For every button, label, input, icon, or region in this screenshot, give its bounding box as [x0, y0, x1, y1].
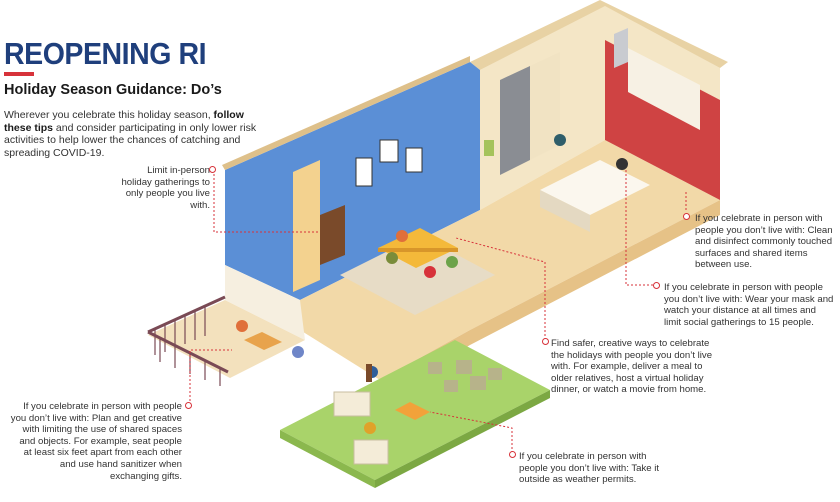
callout-take-outside: If you celebrate in person with people y… [519, 451, 660, 486]
outdoor-armchair [333, 391, 371, 417]
balcony-floor [148, 300, 305, 378]
grass-yard-edge [375, 390, 550, 488]
rug [340, 235, 495, 315]
callout-plan-creative: If you celebrate in person with people y… [10, 401, 182, 482]
outdoor-table [395, 402, 430, 420]
wall-art [379, 139, 399, 163]
person-icon [236, 320, 248, 332]
balcony-wall [225, 265, 305, 340]
brand-underline [4, 72, 34, 76]
wood-post [366, 364, 372, 382]
callout-marker-clean [683, 213, 690, 220]
wall-art [405, 147, 423, 173]
person-icon [424, 266, 436, 278]
person-icon [396, 230, 408, 242]
wall-art [355, 157, 373, 187]
blue-wall-top [222, 56, 470, 170]
kitchen-island [540, 160, 650, 215]
kitchen-cabinets [628, 48, 700, 130]
kitchen-island-side [540, 190, 590, 232]
callout-wear-mask: If you celebrate in person with people y… [664, 282, 834, 328]
callout-marker-outside [509, 451, 516, 458]
person-icon [386, 252, 398, 264]
callout-clean-disinfect: If you celebrate in person with people y… [695, 213, 833, 271]
tv-unit [320, 205, 345, 265]
intro-paragraph: Wherever you celebrate this holiday seas… [4, 109, 260, 159]
callout-leader-lines [189, 170, 687, 453]
range-hood [614, 28, 628, 68]
oven-wall [530, 52, 560, 160]
intro-emphasis: follow these tips [4, 109, 244, 134]
callout-marker-plan [185, 402, 192, 409]
intro-text-start: Wherever you celebrate this holiday seas… [4, 109, 214, 121]
floor-shade [380, 200, 720, 392]
person-icon [616, 158, 628, 170]
person-icon [446, 256, 458, 268]
balcony-rail [147, 330, 229, 374]
callout-limit-gatherings: Limit in-person holiday gatherings to on… [121, 165, 210, 211]
balcony-table [244, 332, 282, 350]
person-icon [554, 134, 566, 146]
intro-text-end: and consider participating in only lower… [4, 121, 257, 159]
fridge [500, 66, 530, 175]
grass-yard-edge [280, 430, 375, 488]
person-icon [292, 346, 304, 358]
trash-bin [484, 140, 494, 156]
callout-marker-limit-gatherings [209, 166, 216, 173]
person-icon [364, 422, 376, 434]
callout-marker-mask [653, 282, 660, 289]
brand-title: REOPENING RI [4, 36, 207, 71]
page-subtitle: Holiday Season Guidance: Do’s [4, 82, 222, 98]
dining-table-side [378, 248, 458, 252]
garden-planters [428, 360, 502, 392]
callout-creative-ways: Find safer, creative ways to celebrate t… [551, 338, 713, 396]
outdoor-armchair [353, 439, 389, 465]
callout-marker-creative [542, 338, 549, 345]
shelf-unit [293, 160, 320, 292]
balcony-rail [147, 295, 226, 334]
